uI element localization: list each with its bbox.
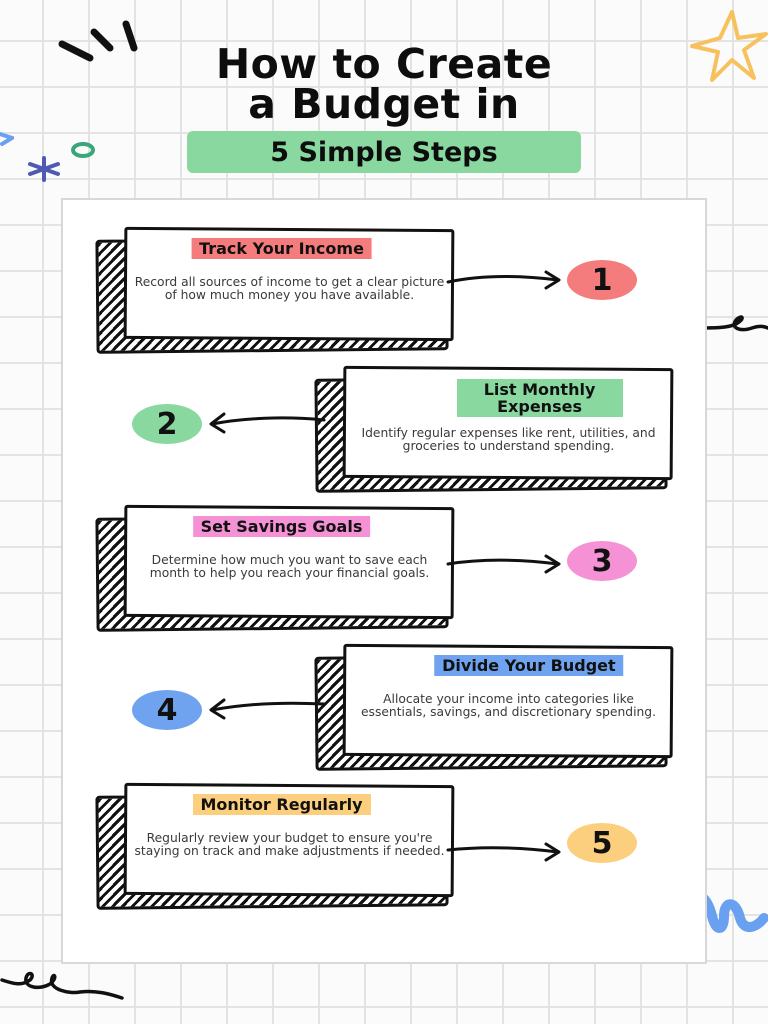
- arrow-right-icon: [446, 842, 561, 862]
- step-description: Regularly review your budget to ensure y…: [134, 831, 445, 858]
- step-card-3: Set Savings Goals Determine how much you…: [95, 504, 459, 632]
- step-description: Identify regular expenses like rent, uti…: [361, 426, 656, 453]
- sparkle-lines-icon: [58, 20, 138, 62]
- step-title: Set Savings Goals: [192, 516, 371, 537]
- page-title-line-2: a Budget in: [248, 80, 520, 128]
- step-title: Track Your Income: [191, 238, 372, 259]
- step-number-badge-5: 5: [567, 823, 637, 863]
- step-card-1: Track Your Income Record all sources of …: [95, 226, 459, 354]
- step-card-5: Monitor Regularly Regularly review your …: [95, 782, 459, 910]
- step-title: List Monthly Expenses: [456, 379, 623, 417]
- step-description: Record all sources of income to get a cl…: [134, 275, 445, 302]
- step-number-badge-4: 4: [132, 690, 202, 730]
- step-title: Divide Your Budget: [434, 655, 624, 676]
- step-card-4: Divide Your Budget Allocate your income …: [314, 643, 678, 771]
- ring-icon: [71, 142, 95, 158]
- loop-doodle-icon: [694, 315, 768, 332]
- arrow-right-icon: [446, 270, 561, 290]
- step-number-badge-1: 1: [567, 260, 637, 300]
- page-title-line-1: How to Create: [215, 40, 553, 88]
- arrow-left-icon: [209, 698, 326, 720]
- step-title: Monitor Regularly: [192, 794, 371, 815]
- subtitle-badge: 5 Simple Steps: [187, 131, 581, 173]
- starburst-icon: [690, 10, 768, 82]
- arrow-right-icon: [446, 554, 561, 574]
- step-card-2: List Monthly Expenses Identify regular e…: [314, 365, 678, 493]
- arrow-left-icon: [209, 412, 326, 434]
- squiggle-icon: [0, 132, 14, 146]
- step-description: Allocate your income into categories lik…: [360, 692, 657, 719]
- asterisk-icon: [28, 156, 60, 182]
- step-number-badge-2: 2: [132, 404, 202, 444]
- step-number-badge-3: 3: [567, 541, 637, 581]
- loop-doodle-icon: [0, 971, 124, 1000]
- step-description: Determine how much you want to save each…: [149, 553, 430, 580]
